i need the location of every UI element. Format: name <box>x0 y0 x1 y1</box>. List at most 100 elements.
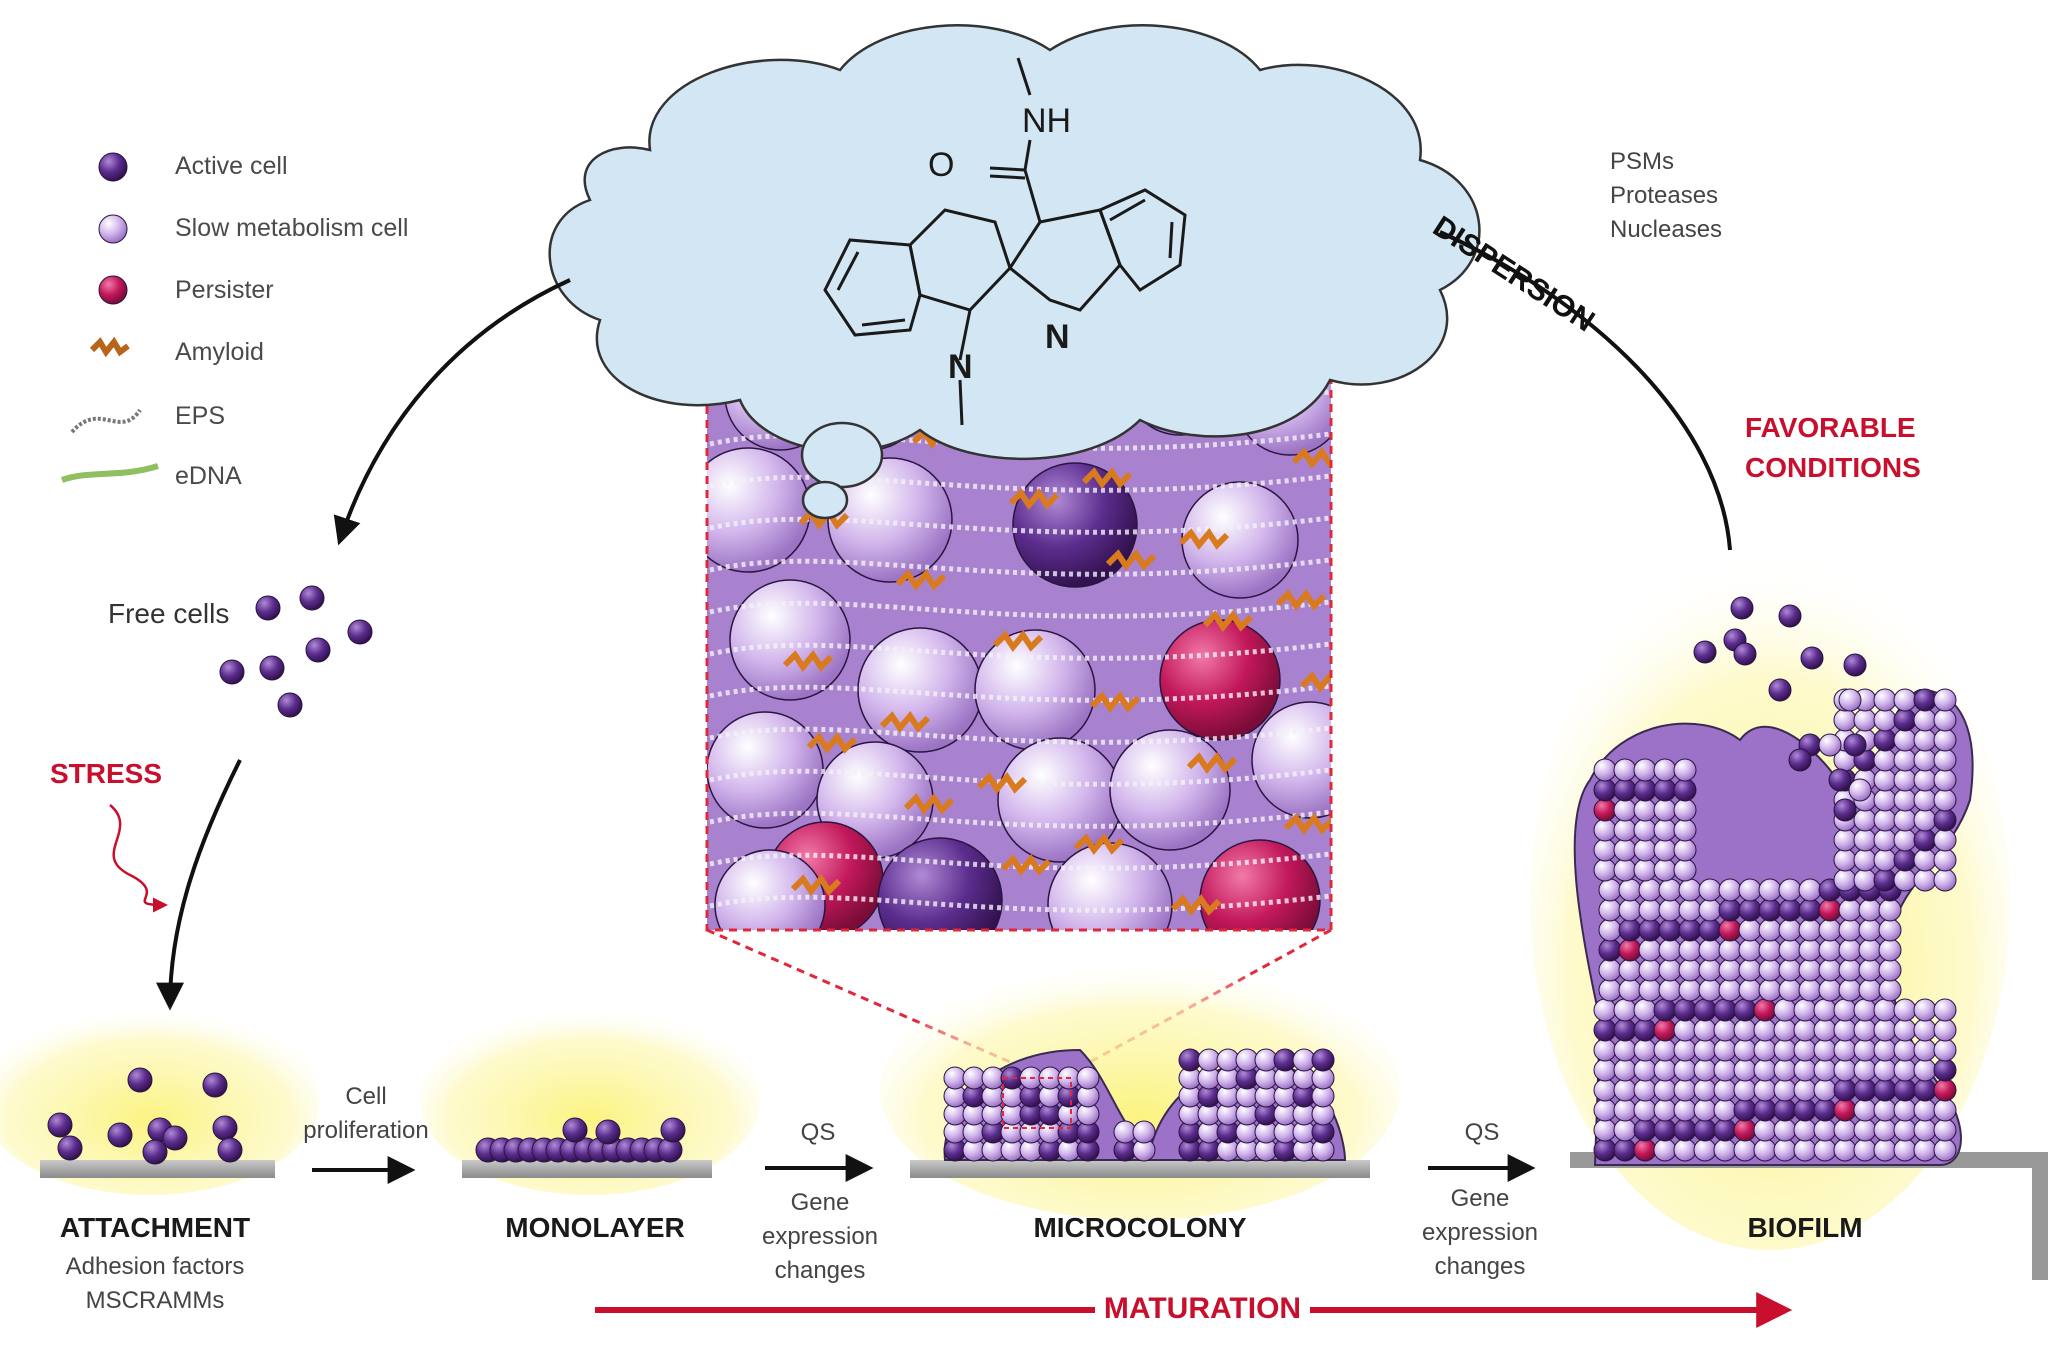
amyloid-fiber <box>1000 853 1052 877</box>
biofilm-cell <box>1593 1018 1617 1042</box>
amyloid-fiber <box>1299 670 1331 694</box>
biofilm-cell <box>1893 708 1917 732</box>
biofilm-cell <box>1873 828 1897 852</box>
eps-icon <box>70 408 142 434</box>
monolayer-cell <box>660 1117 686 1143</box>
biofilm-cell <box>1873 1038 1897 1062</box>
biofilm-cell <box>1653 1038 1677 1062</box>
biofilm-cell <box>1633 838 1657 862</box>
biofilm-cell <box>1618 918 1642 942</box>
biofilm-cell <box>1873 1138 1897 1162</box>
biofilm-cell <box>1933 828 1957 852</box>
biofilm-cell <box>1913 1018 1937 1042</box>
biofilm-cell <box>1738 978 1762 1002</box>
biofilm-cell <box>1658 898 1682 922</box>
eps-chain <box>709 473 1331 493</box>
biofilm-cell <box>1893 1038 1917 1062</box>
maturation-label: MATURATION <box>1103 1292 1302 1325</box>
eps-chain <box>709 515 1331 535</box>
biofilm-cell <box>1778 878 1802 902</box>
biofilm-cell <box>1593 1118 1617 1142</box>
biofilm-cell <box>1758 918 1782 942</box>
biofilm-cell <box>1613 1098 1637 1122</box>
biofilm-cell <box>1633 778 1657 802</box>
biofilm-cell <box>1673 798 1697 822</box>
biofilm-cell <box>1878 938 1902 962</box>
biofilm-cell <box>1718 898 1742 922</box>
biofilm-cell <box>1673 1078 1697 1102</box>
biofilm-cell <box>1673 778 1697 802</box>
gene-changes-1-line3: changes <box>774 1257 866 1284</box>
biofilm-cell <box>1793 1078 1817 1102</box>
biofilm-cell <box>1933 848 1957 872</box>
biofilm-cell <box>1693 1098 1717 1122</box>
matrix-cell <box>707 447 811 573</box>
biofilm-cell <box>1818 938 1842 962</box>
eps-chain <box>709 599 1331 619</box>
biofilm-cell <box>1773 1018 1797 1042</box>
biofilm-cell <box>1853 1078 1877 1102</box>
biofilm-cell <box>1818 958 1842 982</box>
biofilm-cell <box>1718 918 1742 942</box>
biofilm-cell <box>1798 978 1822 1002</box>
biofilm-cell <box>1833 1018 1857 1042</box>
dispersing-cell <box>1828 768 1852 792</box>
biofilm-cell <box>1593 858 1617 882</box>
biofilm-cell <box>1673 1058 1697 1082</box>
biofilm-cell <box>1733 998 1757 1022</box>
biofilm-cell <box>1753 1138 1777 1162</box>
matrix-cell <box>974 629 1096 751</box>
biofilm-cell <box>1753 1038 1777 1062</box>
biofilm-cell <box>1653 838 1677 862</box>
biofilm-cell <box>1833 868 1857 892</box>
biofilm-cell <box>1678 938 1702 962</box>
biofilm-cell <box>1653 1098 1677 1122</box>
stage-attachment-sub2: MSCRAMMs <box>85 1287 225 1314</box>
biofilm-cell <box>1873 868 1897 892</box>
biofilm-cell <box>1693 1038 1717 1062</box>
biofilm-cell <box>1933 868 1957 892</box>
amyloid-fiber <box>1170 893 1222 917</box>
attached-cell <box>47 1112 73 1138</box>
dispersion-arc <box>1439 230 1732 551</box>
biofilm-cell <box>1678 958 1702 982</box>
legend-slow-icon <box>98 214 128 244</box>
biofilm-cell <box>1893 848 1917 872</box>
biofilm-cell <box>1853 1038 1877 1062</box>
biofilm-cell <box>1698 958 1722 982</box>
biofilm-cell <box>1673 998 1697 1022</box>
microcolony-cell <box>1076 1066 1100 1090</box>
carboline-molecule <box>823 57 1187 426</box>
biofilm-cell <box>1733 1078 1757 1102</box>
biofilm-cell <box>1653 778 1677 802</box>
biofilm-cell <box>1833 1098 1857 1122</box>
eps-chain <box>709 767 1331 787</box>
free-cells-label: Free cells <box>108 598 230 629</box>
biofilm-cell <box>1873 748 1897 772</box>
matrix-cell <box>1012 462 1138 588</box>
biofilm-cell <box>1793 1058 1817 1082</box>
gene-changes-2-line2: expression <box>1421 1219 1539 1246</box>
biofilm-cell <box>1738 938 1762 962</box>
biofilm-cell <box>1598 898 1622 922</box>
biofilm-cell <box>1698 898 1722 922</box>
biofilm-cell <box>1733 1058 1757 1082</box>
stress-squiggle <box>109 804 168 913</box>
biofilm-cell <box>1933 748 1957 772</box>
biofilm-cell <box>1813 1098 1837 1122</box>
legend-slow-label: Slow metabolism cell <box>175 214 409 242</box>
biofilm-cell <box>1873 1018 1897 1042</box>
biofilm-cell <box>1733 1118 1757 1142</box>
amyloid-fiber <box>1178 527 1230 551</box>
biofilm-cell <box>1793 1018 1817 1042</box>
biofilm-cell <box>1773 1038 1797 1062</box>
biofilm-cell <box>1658 938 1682 962</box>
biofilm-cell <box>1778 958 1802 982</box>
biofilm-cell <box>1933 688 1957 712</box>
surface-microcolony <box>910 1160 1370 1178</box>
biofilm-cell <box>1773 1118 1797 1142</box>
biofilm-cell <box>1933 1038 1957 1062</box>
gene-changes-2-line3: changes <box>1434 1253 1526 1280</box>
biofilm-cell <box>1658 978 1682 1002</box>
biofilm-cell <box>1758 978 1782 1002</box>
